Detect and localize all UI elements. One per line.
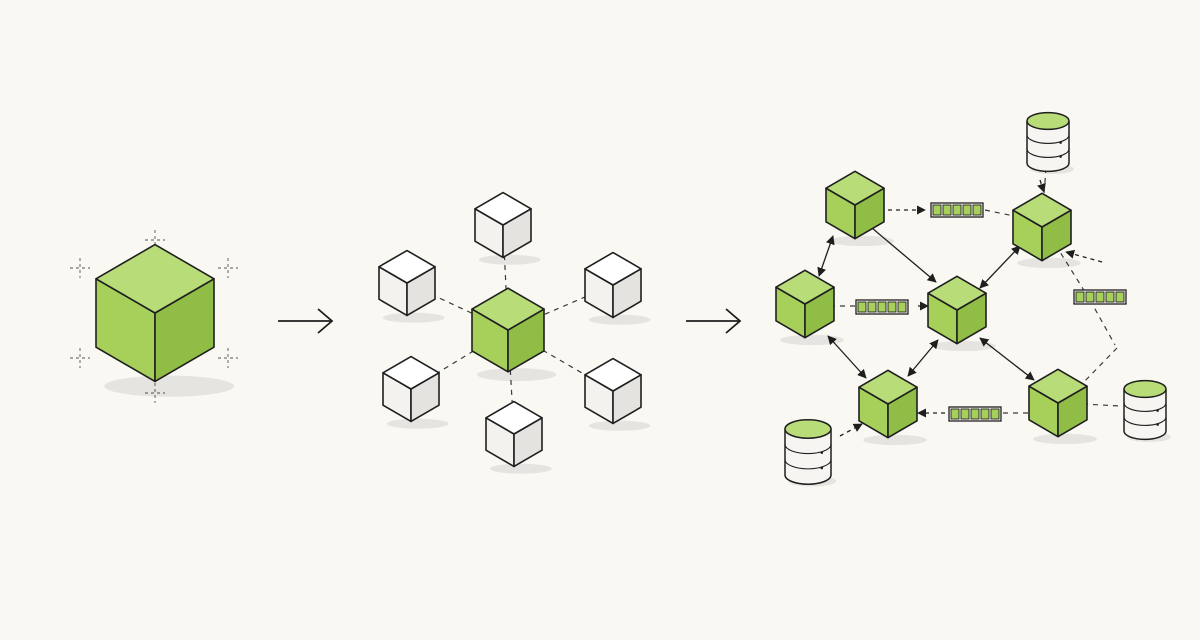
message-queue: [930, 202, 984, 218]
dashed-link: [984, 209, 1015, 217]
satellite-cube: [382, 355, 440, 423]
shadow-layer: [104, 163, 1172, 487]
connection-arrow: [1037, 179, 1046, 193]
connection-arrow: [827, 335, 867, 379]
dashed-link: [1043, 167, 1047, 196]
connection-arrow: [1065, 249, 1103, 263]
service-cube: [927, 275, 987, 345]
message-queue: [1073, 289, 1127, 305]
satellite-cube: [474, 191, 532, 259]
connection-arrow: [817, 235, 835, 277]
database: [784, 419, 832, 485]
service-cube: [1012, 192, 1072, 262]
satellite-cube: [485, 400, 543, 468]
message-queue: [855, 299, 909, 315]
connection-arrow: [979, 245, 1021, 289]
spoke-link: [502, 224, 509, 331]
arrow-right-icon: [686, 308, 742, 334]
satellite-cube: [584, 357, 642, 425]
dashed-link: [1082, 403, 1121, 407]
dashed-link: [1079, 347, 1118, 387]
service-cube: [775, 269, 835, 339]
satellite-cube: [378, 249, 436, 317]
connection-arrow: [871, 227, 937, 283]
connection-arrow: [839, 423, 863, 437]
service-cube: [858, 369, 918, 439]
connection-arrow: [979, 337, 1035, 381]
database: [1123, 379, 1167, 441]
arrow-right-icon: [278, 308, 334, 334]
service-cube: [825, 170, 885, 240]
service-cube: [95, 243, 215, 383]
core-cube: [471, 287, 545, 373]
service-cube: [1028, 368, 1088, 438]
message-queue: [948, 406, 1002, 422]
connection-arrow: [907, 339, 939, 377]
spoke-link: [507, 329, 515, 435]
node-layer: [95, 111, 1167, 485]
database: [1026, 111, 1070, 173]
dashed-link: [1089, 299, 1116, 346]
satellite-cube: [584, 251, 642, 319]
